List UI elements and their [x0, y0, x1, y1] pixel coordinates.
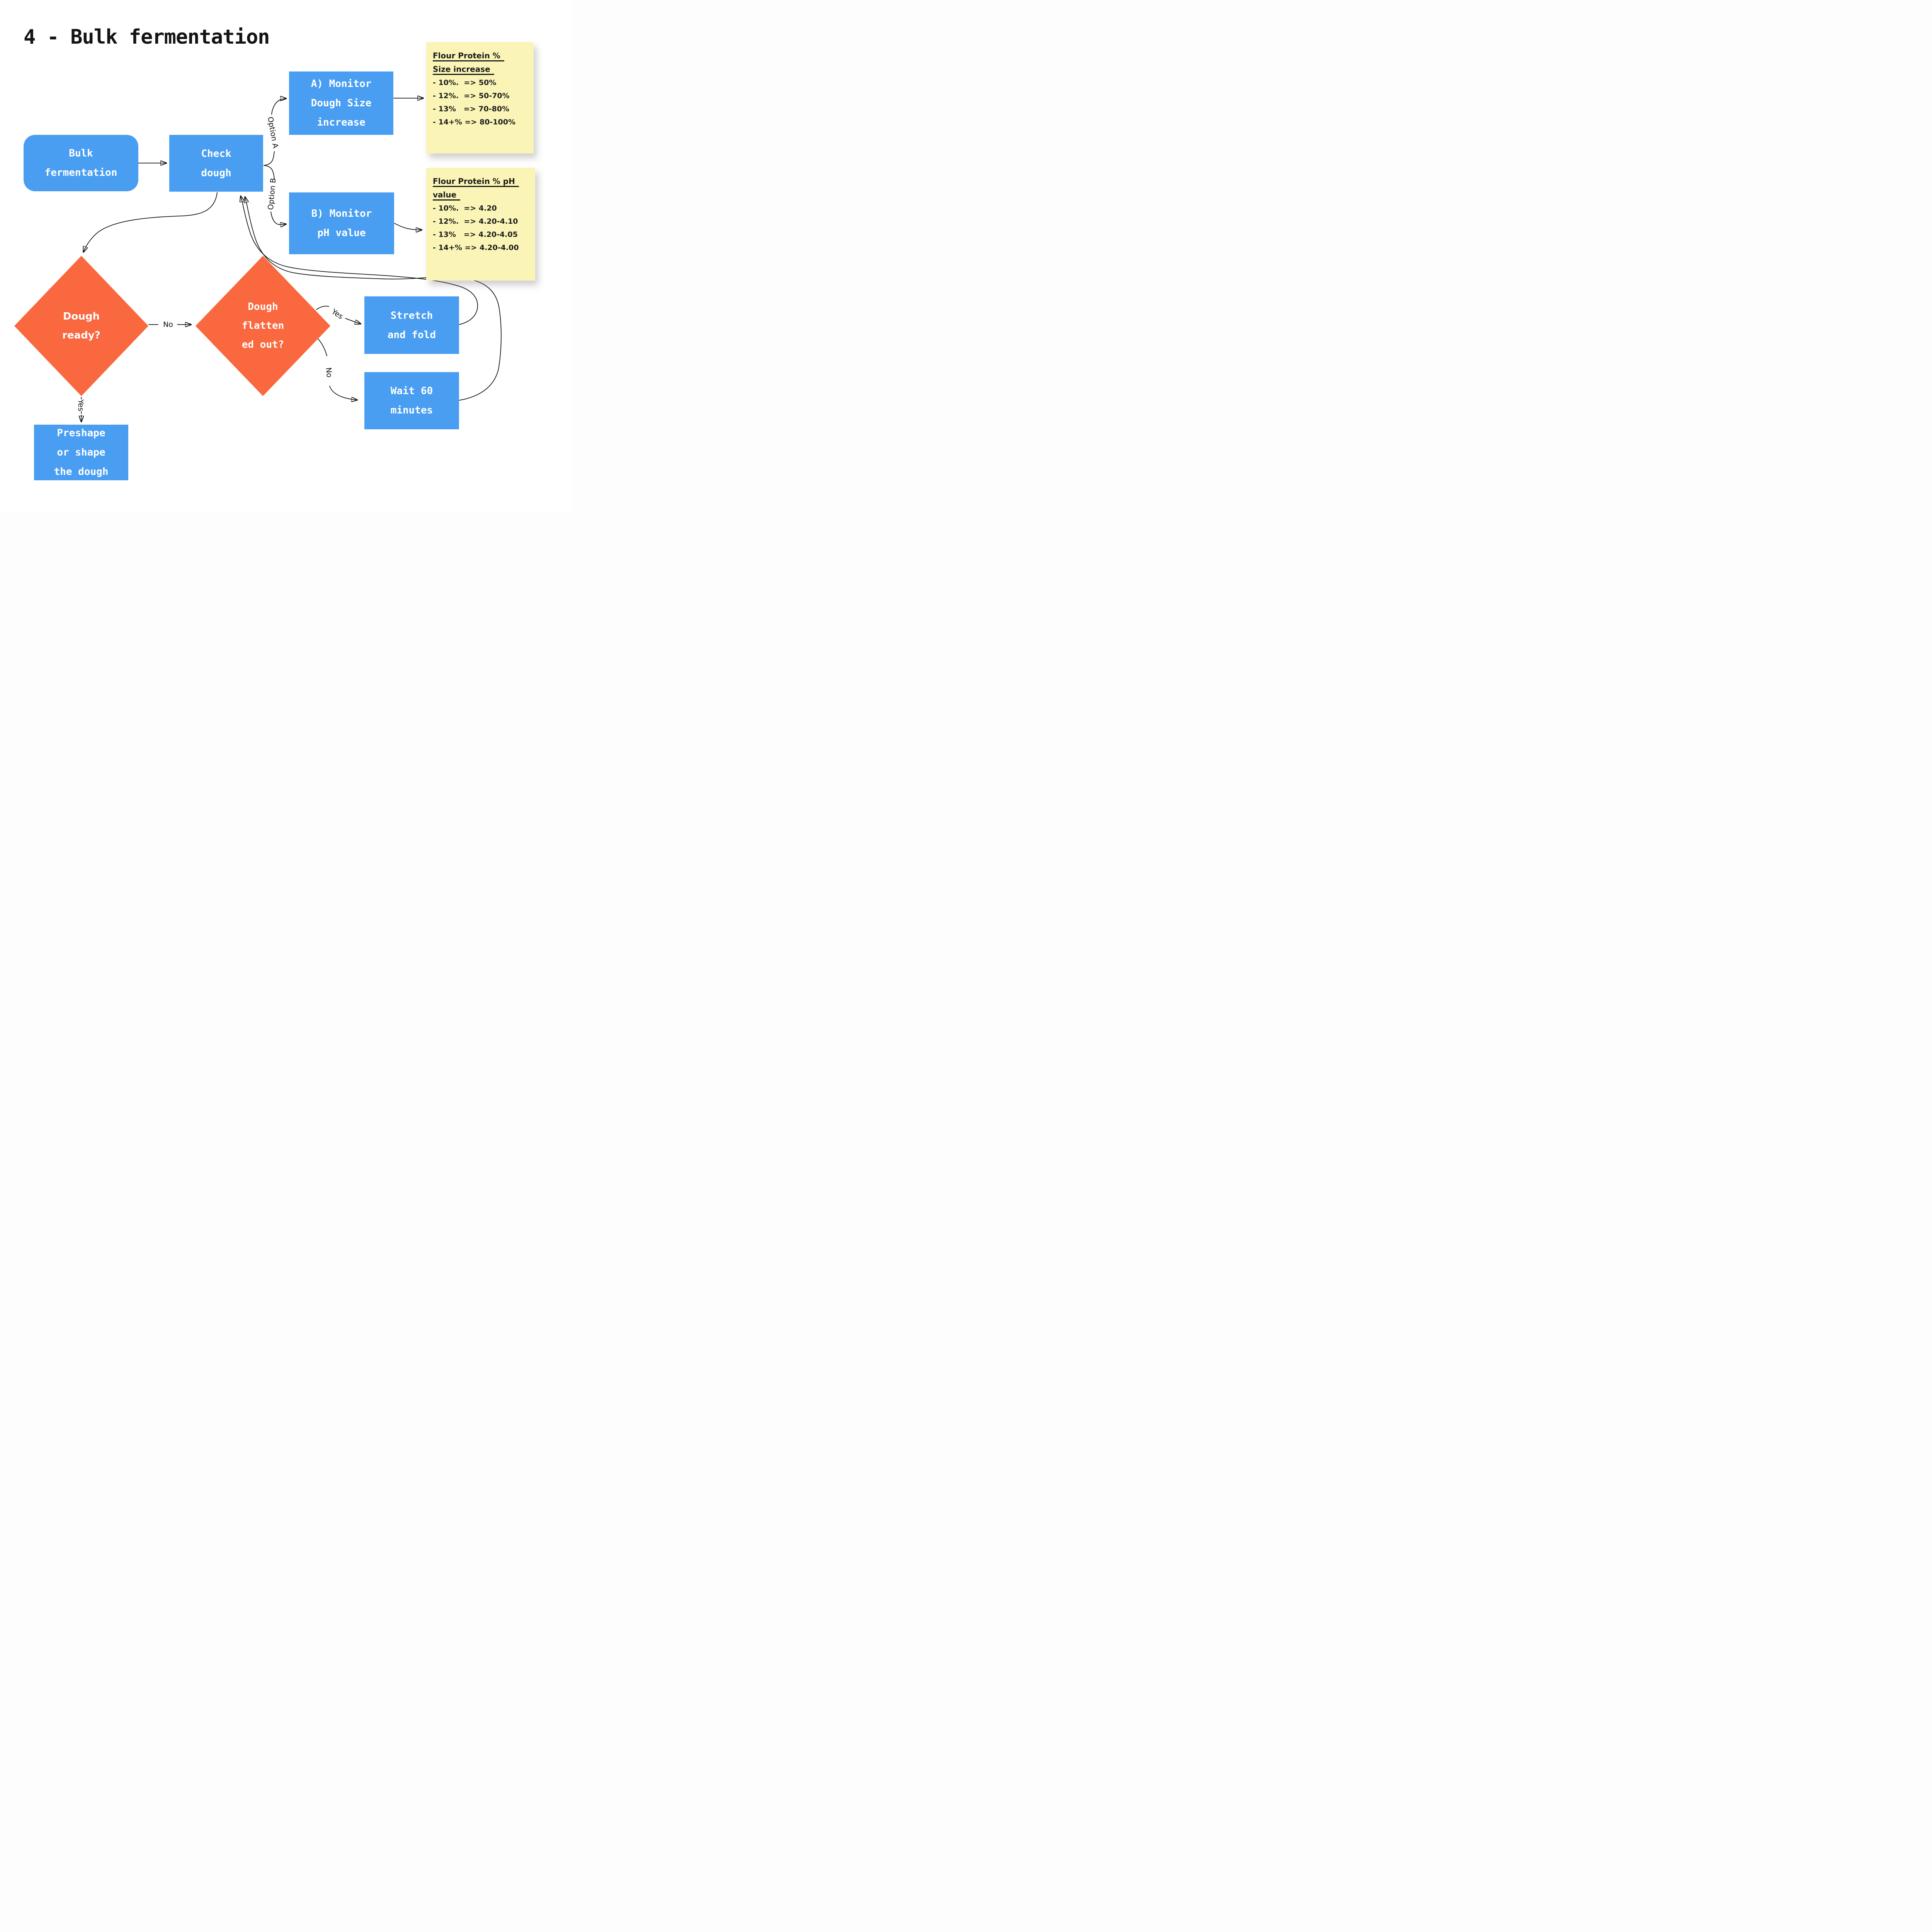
arrow-check-fork-option-a	[264, 99, 286, 166]
arrow-check-to-dough-ready	[83, 192, 218, 252]
whiteboard-canvas: 4 - Bulk fermentation Bulk fermentation …	[0, 0, 571, 512]
node-line: B) Monitor	[311, 208, 372, 219]
node-line: A) Monitor	[311, 78, 372, 90]
page-title: 4 - Bulk fermentation	[24, 26, 270, 49]
decision-line: Dough	[63, 310, 100, 322]
arrow-flattened-no-to-wait	[317, 338, 357, 400]
sticky-item: - 14+% => 80-100%	[433, 118, 515, 126]
node-line: and fold	[387, 329, 436, 341]
sticky-item: - 13% => 4.20-4.05	[433, 230, 518, 239]
sticky-item: - 12%. => 50-70%	[433, 92, 510, 100]
sticky-title-line: Flour Protein %	[433, 51, 504, 61]
decision-line: Dough	[248, 301, 278, 313]
node-wait-60-minutes[interactable]: Wait 60 minutes	[364, 372, 459, 429]
sticky-item: - 10%. => 4.20	[433, 204, 497, 213]
node-line: minutes	[390, 405, 433, 416]
node-check-dough[interactable]: Check dough	[169, 135, 263, 192]
node-line: Preshape	[57, 427, 105, 439]
arrow-check-fork-option-b	[264, 165, 286, 224]
connector-arrows-layer	[0, 0, 502, 512]
edge-label-yes-ready: Yes	[77, 399, 85, 412]
node-line: Wait 60	[390, 385, 433, 397]
node-stretch-and-fold[interactable]: Stretch and fold	[364, 296, 459, 354]
node-line: increase	[317, 117, 366, 128]
edge-label-no-ready: No	[163, 320, 173, 329]
sticky-title-line: Size increase	[433, 65, 494, 75]
diamond-shape	[196, 256, 330, 396]
node-monitor-ph[interactable]: B) Monitor pH value	[289, 192, 394, 254]
sticky-item: - 10%. => 50%	[433, 78, 497, 87]
decision-line: flatten	[242, 320, 284, 332]
sticky-item: - 13% => 70-80%	[433, 105, 510, 113]
arrow-monitor-b-to-note	[394, 223, 422, 230]
node-line: Check	[201, 148, 231, 160]
node-monitor-dough-size[interactable]: A) Monitor Dough Size increase	[289, 71, 393, 135]
node-bulk-fermentation[interactable]: Bulk fermentation	[24, 135, 138, 191]
sticky-title-line: Flour Protein % pH	[433, 177, 519, 187]
edge-label-no-flattened: No	[324, 367, 334, 378]
node-preshape[interactable]: Preshape or shape the dough	[34, 425, 128, 480]
decision-line: ed out?	[242, 339, 284, 350]
node-line: or shape	[57, 447, 105, 458]
node-line: pH value	[317, 227, 366, 239]
sticky-note-ph-value[interactable]: Flour Protein % pH value - 10%. => 4.20 …	[426, 168, 535, 281]
sticky-item: - 12%. => 4.20-4.10	[433, 217, 518, 226]
node-line: the dough	[54, 466, 109, 478]
sticky-title-line: value	[433, 190, 461, 201]
node-line: Stretch	[390, 310, 433, 321]
decision-line: ready?	[62, 329, 100, 341]
node-line: dough	[201, 167, 231, 179]
diamond-shape	[14, 256, 148, 396]
sticky-note-size-increase[interactable]: Flour Protein % Size increase - 10%. => …	[426, 42, 534, 153]
node-line: fermentation	[44, 167, 117, 179]
sticky-item: - 14+% => 4.20-4.00	[433, 243, 519, 252]
decision-dough-ready[interactable]: Dough ready?	[14, 256, 148, 396]
decision-dough-flattened[interactable]: Dough flatten ed out?	[196, 256, 330, 396]
node-line: Dough Size	[311, 97, 372, 109]
arrow-stretch-return-to-check	[241, 196, 478, 325]
node-line: Bulk	[69, 148, 93, 159]
arrow-flattened-yes-to-stretch	[316, 306, 361, 324]
